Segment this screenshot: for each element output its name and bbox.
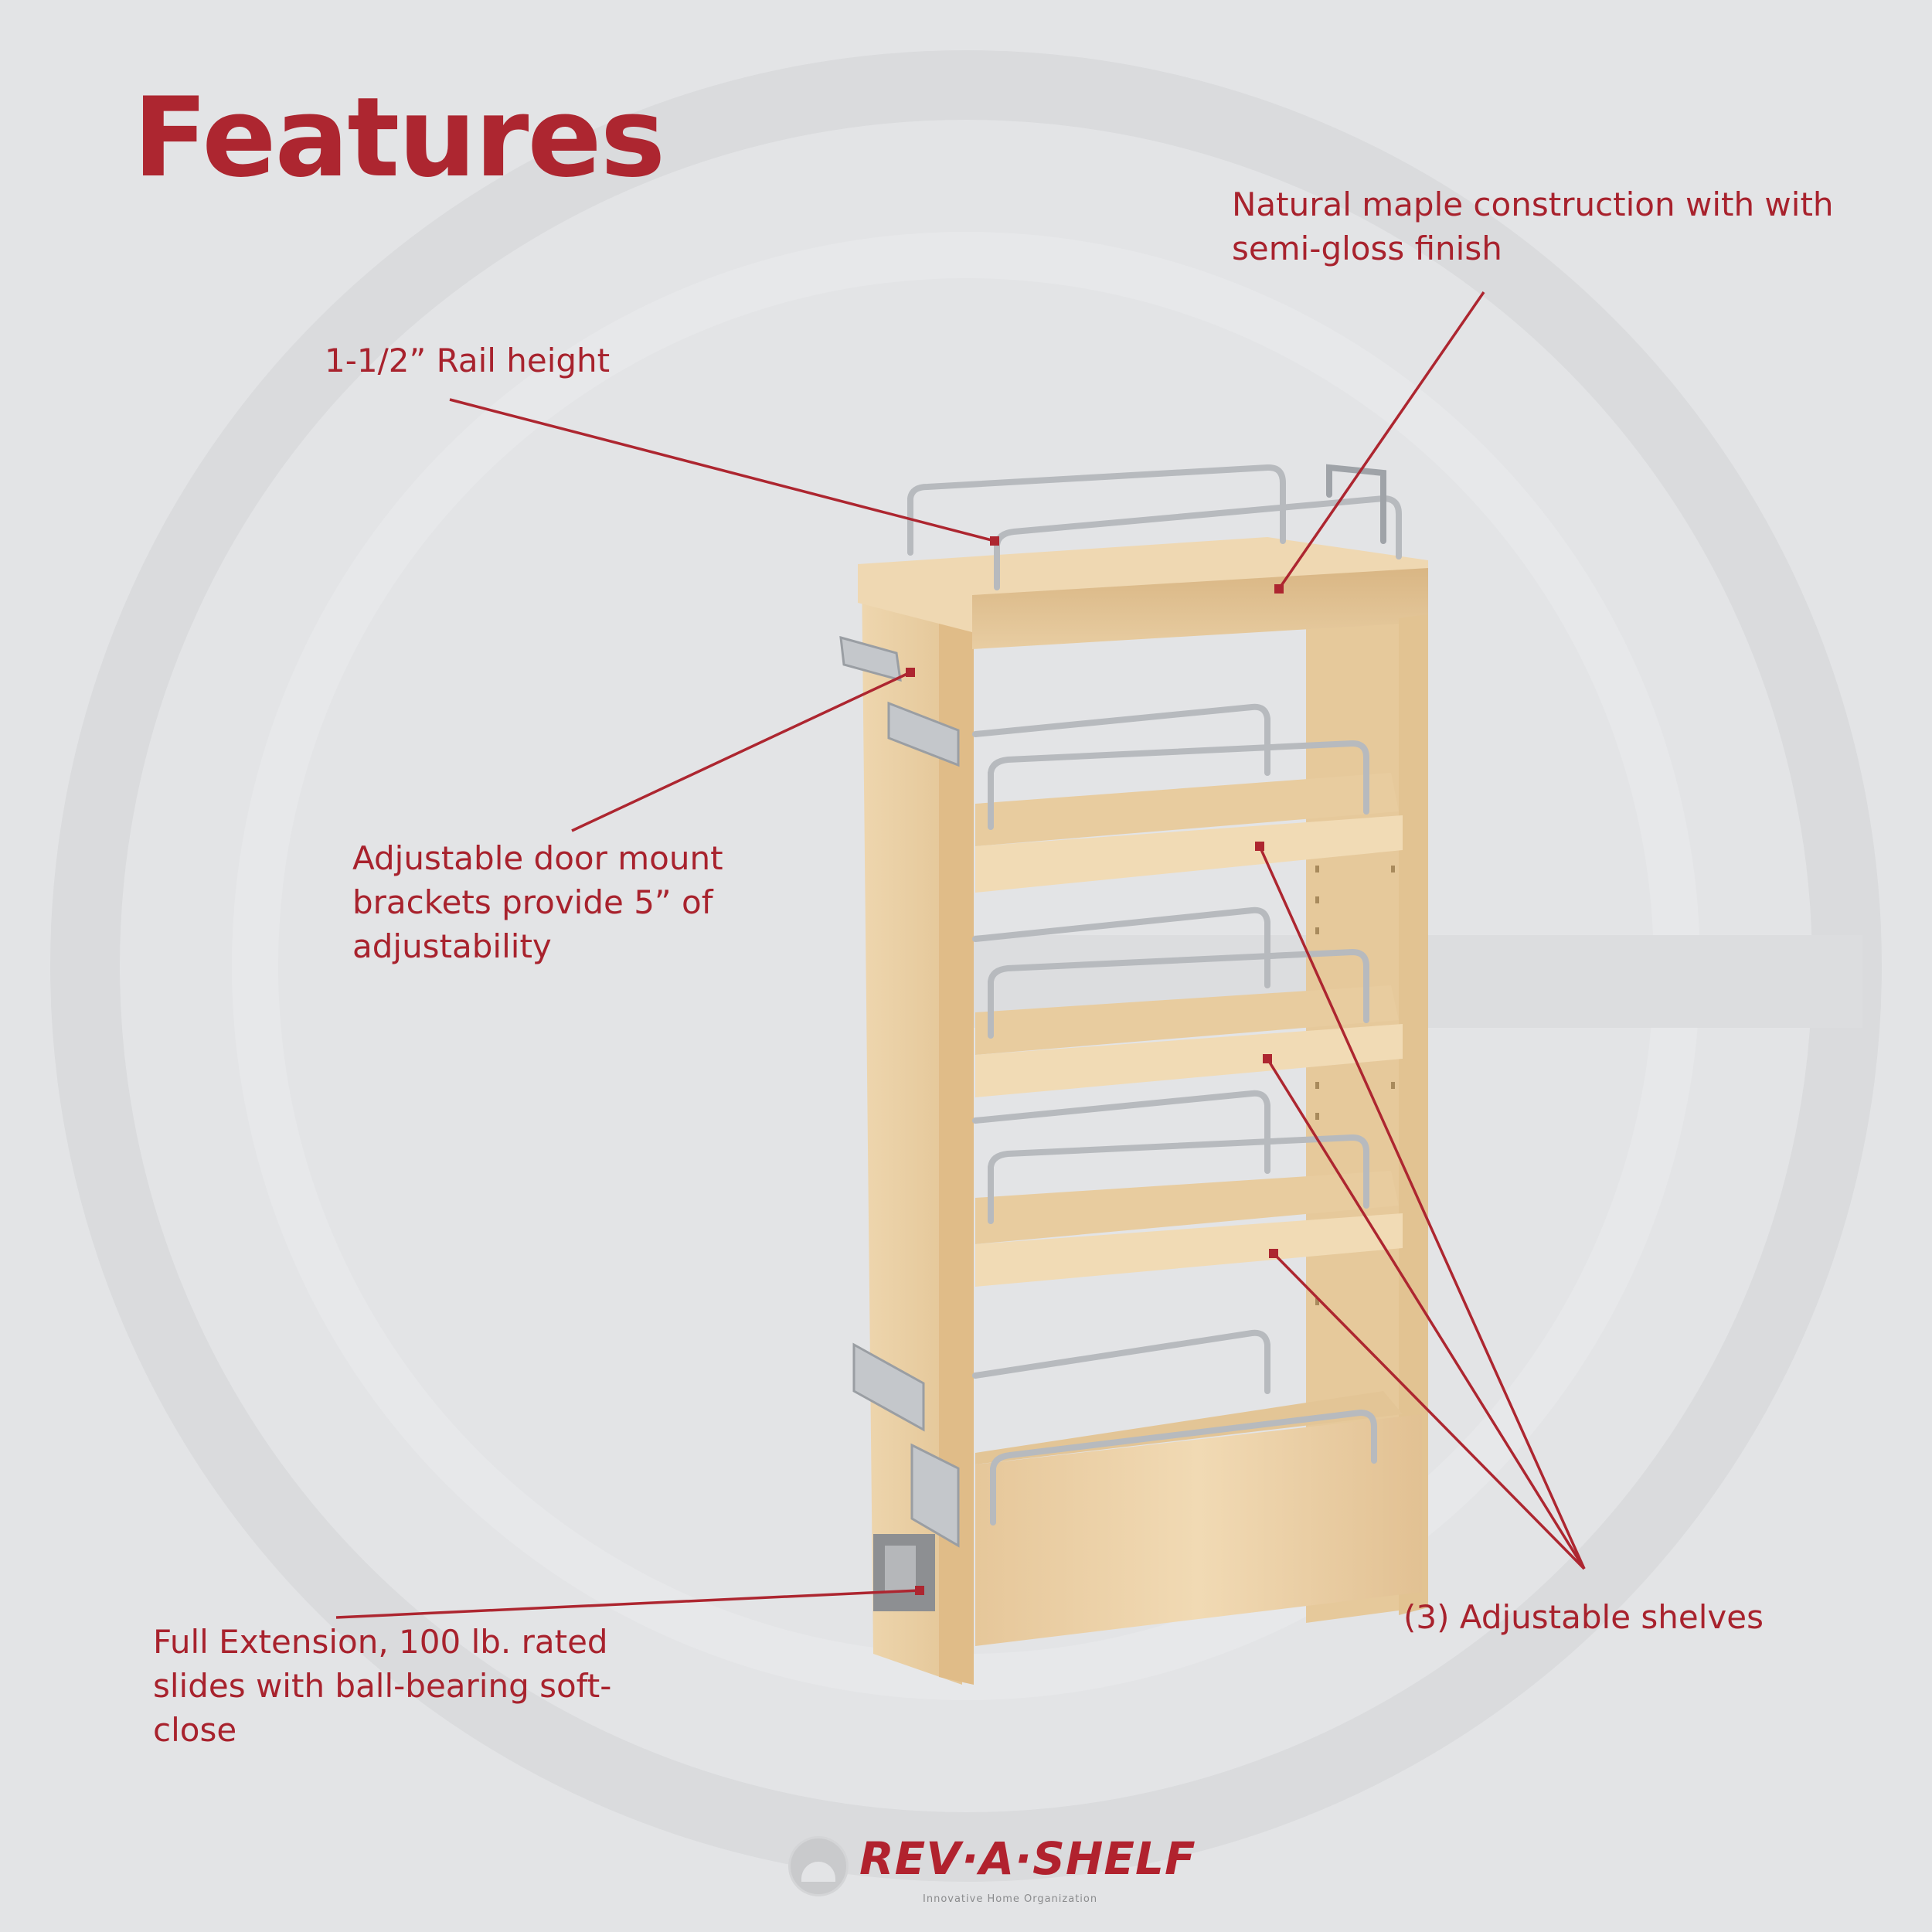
logo-tagline: Innovative Home Organization (923, 1893, 1098, 1905)
callout-door-mount-brackets: Adjustable door mount brackets provide 5… (352, 839, 723, 965)
logo-circle-icon (788, 1836, 849, 1896)
callout-adjustable-shelves: (3) Adjustable shelves (1403, 1598, 1764, 1636)
callout-rail-height: 1-1/2” Rail height (325, 342, 611, 379)
brand-logo: REV·A·SHELF Innovative Home Organization (782, 1832, 1196, 1917)
logo-wordmark: REV·A·SHELF (859, 1832, 1196, 1885)
callout-maple-construction: Natural maple construction with with sem… (1232, 185, 1834, 267)
leader-lines (335, 291, 1586, 1619)
callout-dots (906, 536, 1284, 1595)
cabinet-unit (839, 464, 1428, 1685)
page-title: Features (133, 74, 665, 202)
chrome-rails (907, 464, 1402, 1526)
door-mount-brackets (839, 635, 960, 1548)
callout-full-extension-slides: Full Extension, 100 lb. rated slides wit… (153, 1623, 612, 1749)
